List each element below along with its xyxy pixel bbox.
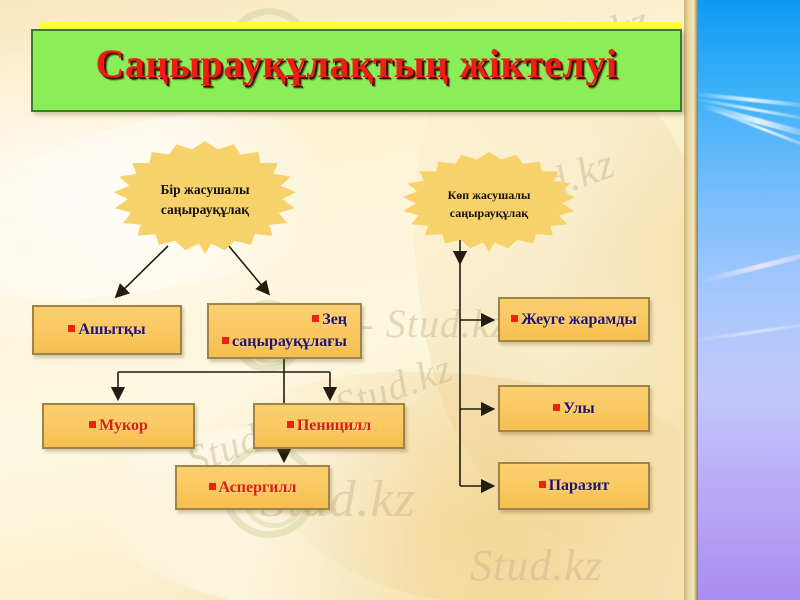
node-edible: Жеуге жарамды <box>498 297 650 342</box>
node-parasite-text: Паразит <box>548 477 610 495</box>
node-aspergill: Аспергилл <box>175 465 330 510</box>
decorative-side-panel <box>698 0 800 600</box>
bullet-icon <box>286 421 294 429</box>
node-zen-text-line2: саңырауқұлағы <box>231 333 348 350</box>
node-poison-label: Улы <box>553 398 595 420</box>
bullet-icon <box>553 403 561 411</box>
bullet-icon <box>208 482 216 490</box>
panel-band-5 <box>699 245 800 284</box>
node-penicill: Пеницилл <box>253 403 405 449</box>
node-ashytqy-label: Ашытқы <box>68 319 146 341</box>
node-ashytqy: Ашытқы <box>32 305 182 355</box>
node-poison: Улы <box>498 385 650 432</box>
page-title: Саңырауқұлақтың жіктелуі <box>95 41 618 86</box>
node-aspergill-text: Аспергилл <box>218 478 297 496</box>
star-unicellular-label: Бір жасушалы саңырауқұлақ <box>134 180 277 221</box>
bullet-icon <box>511 314 519 322</box>
star-unicellular-line2: саңырауқұлақ <box>160 202 250 217</box>
panel-band-3 <box>699 102 800 140</box>
bullet-icon <box>538 481 546 489</box>
star-multicellular-label: Көп жасушалы саңырауқұлақ <box>421 186 556 222</box>
node-penicill-label: Пеницилл <box>286 415 372 437</box>
node-parasite: Паразит <box>498 462 650 510</box>
node-ashytqy-text: Ашытқы <box>78 321 146 339</box>
node-penicill-text: Пеницилл <box>296 417 372 435</box>
node-zen-label: Зең саңырауқұлағы <box>221 309 348 352</box>
bullet-icon <box>89 421 97 429</box>
node-edible-text: Жеуге жарамды <box>521 310 637 328</box>
node-mukor-label: Мукор <box>89 415 148 437</box>
bullet-icon <box>221 337 229 344</box>
node-mukor: Мукор <box>42 403 195 449</box>
node-poison-text: Улы <box>563 399 595 417</box>
panel-band-4 <box>707 106 800 153</box>
node-parasite-label: Паразит <box>538 475 610 497</box>
panel-edge <box>684 0 698 600</box>
star-multicellular-line2: саңырауқұлақ <box>449 206 529 220</box>
bullet-icon <box>312 315 320 323</box>
star-multicellular-line1: Көп жасушалы <box>447 188 531 202</box>
node-zen: Зең саңырауқұлағы <box>207 303 362 359</box>
node-mukor-text: Мукор <box>99 417 148 435</box>
bullet-icon <box>68 325 76 333</box>
title-accent-strip <box>39 22 682 32</box>
panel-band-6 <box>698 320 800 343</box>
panel-band-1 <box>698 91 800 109</box>
star-unicellular-line1: Бір жасушалы <box>160 181 250 197</box>
node-edible-label: Жеуге жарамды <box>511 309 637 331</box>
panel-band-2 <box>698 97 800 122</box>
node-aspergill-label: Аспергилл <box>208 477 297 499</box>
node-zen-text-line1: Зең <box>322 311 348 329</box>
title-banner <box>31 29 682 112</box>
